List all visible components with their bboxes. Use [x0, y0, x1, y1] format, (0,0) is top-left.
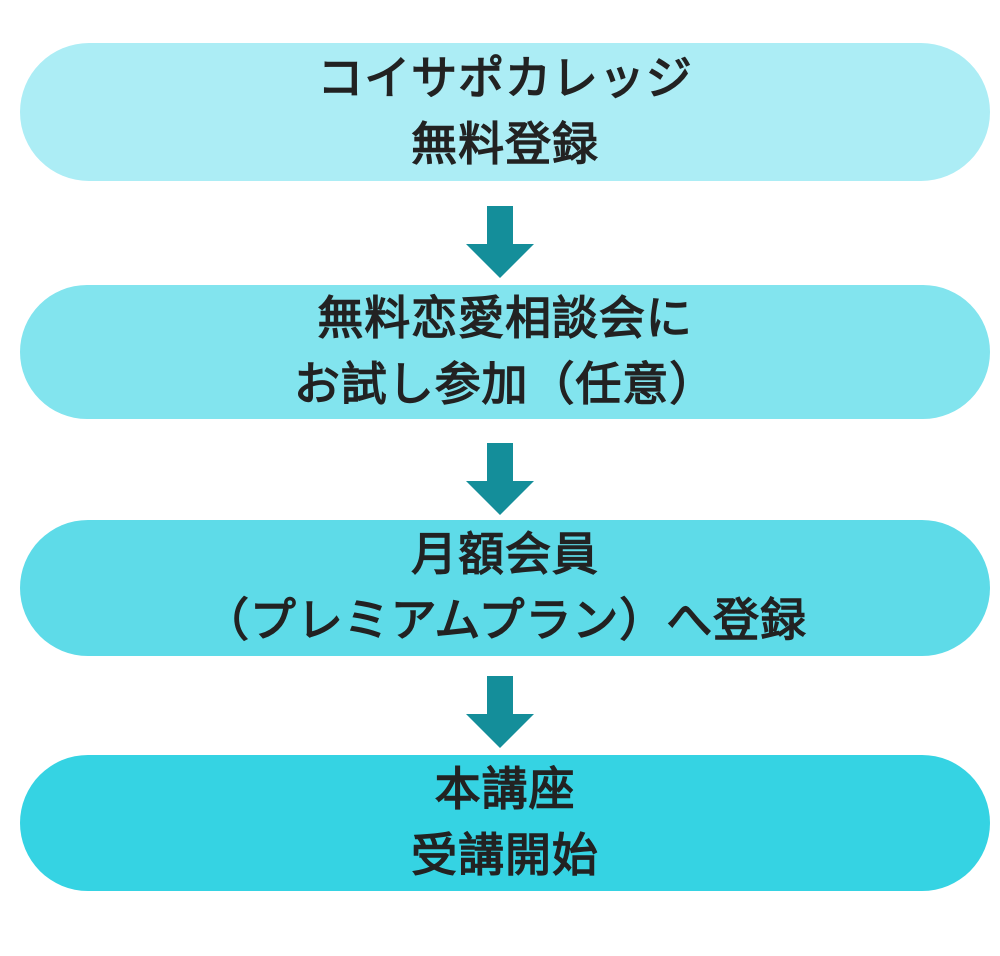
flow-step-3[interactable]: 月額会員 （プレミアムプラン）へ登録	[20, 520, 990, 656]
arrow-down-icon	[466, 206, 534, 278]
arrow-down-icon	[466, 443, 534, 515]
arrow-down-icon	[466, 676, 534, 748]
flow-step-1-line-2: 無料登録	[411, 117, 599, 171]
flow-step-2[interactable]: 無料恋愛相談会に お試し参加（任意）	[20, 285, 990, 419]
flow-step-4-line-1: 本講座	[434, 762, 576, 817]
flow-step-3-line-2: （プレミアムプラン）へ登録	[203, 593, 807, 647]
flow-step-3-line-1: 月額会員	[411, 527, 599, 582]
flow-step-2-line-2: お試し参加（任意）	[293, 357, 717, 411]
flow-step-1[interactable]: コイサポカレッジ 無料登録	[20, 43, 990, 181]
flow-step-4-line-2: 受講開始	[411, 828, 599, 882]
flow-step-4[interactable]: 本講座 受講開始	[20, 755, 990, 891]
flow-step-1-line-1: コイサポカレッジ	[317, 51, 693, 106]
flow-step-2-line-1: 無料恋愛相談会に	[317, 291, 693, 346]
